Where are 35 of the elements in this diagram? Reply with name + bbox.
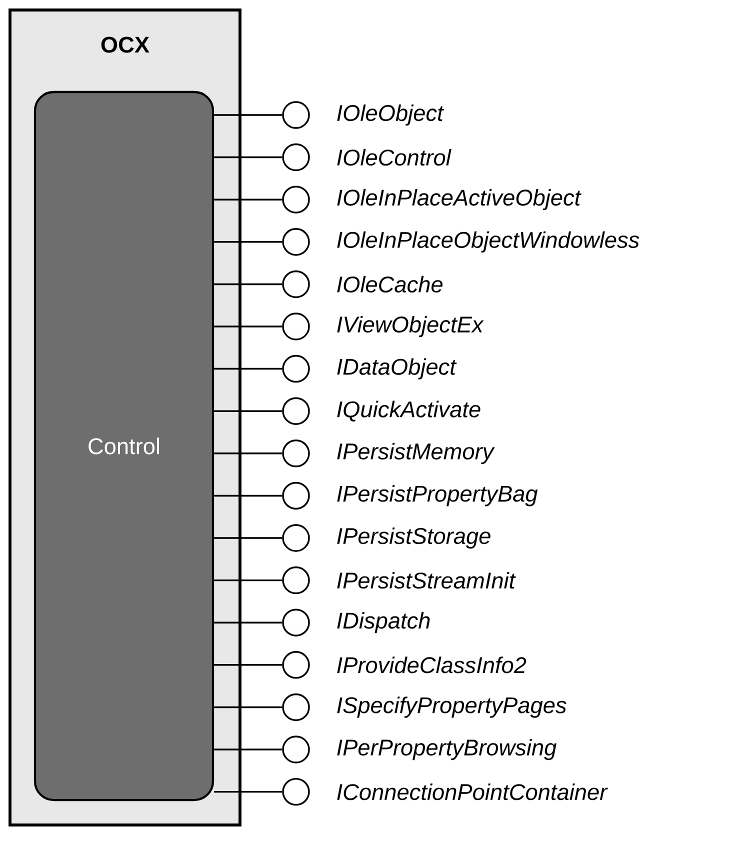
connector-line — [214, 326, 282, 328]
connector-line — [214, 664, 282, 666]
connector-line — [214, 156, 282, 158]
connector-line — [214, 452, 282, 454]
interface-label: IConnectionPointContainer — [337, 784, 608, 800]
interface-label: IOleCache — [337, 276, 443, 293]
interface-label: IPersistMemory — [337, 442, 495, 464]
interface-label: IOleControl — [337, 148, 452, 166]
connector-line — [214, 198, 282, 200]
interface-label: IPersistPropertyBag — [337, 485, 538, 506]
interface-label: IOleInPlaceObjectWindowless — [337, 231, 640, 252]
interface-label: IProvideClassInfo2 — [337, 656, 526, 674]
connector-line — [214, 410, 282, 412]
interface-label: IViewObjectEx — [337, 316, 484, 338]
interface-label: IQuickActivate — [337, 400, 480, 422]
interface-label: IPersistStorage — [337, 527, 490, 549]
connector-line — [214, 748, 282, 750]
connector-line — [214, 368, 282, 370]
connector-line — [214, 622, 282, 624]
interface-label: IDispatch — [337, 612, 430, 634]
interface-label: ISpecifyPropertyPages — [337, 696, 566, 718]
connector-line — [214, 579, 282, 582]
connector-line — [214, 283, 282, 286]
interface-label: IOleObject — [337, 104, 444, 126]
interface-label: IDataObject — [337, 358, 457, 380]
interface-label: IPerPropertyBrowsing — [337, 738, 556, 760]
connector-line — [214, 537, 282, 539]
interface-label: IPersistStreamInit — [337, 572, 516, 589]
connector-line — [214, 241, 282, 243]
control-box: Control — [34, 90, 214, 802]
connector-line — [214, 706, 282, 708]
connector-line — [214, 114, 282, 116]
connector-line — [214, 494, 282, 497]
connector-line — [214, 790, 282, 793]
interface-label: IOleInPlaceActiveObject — [337, 189, 582, 210]
